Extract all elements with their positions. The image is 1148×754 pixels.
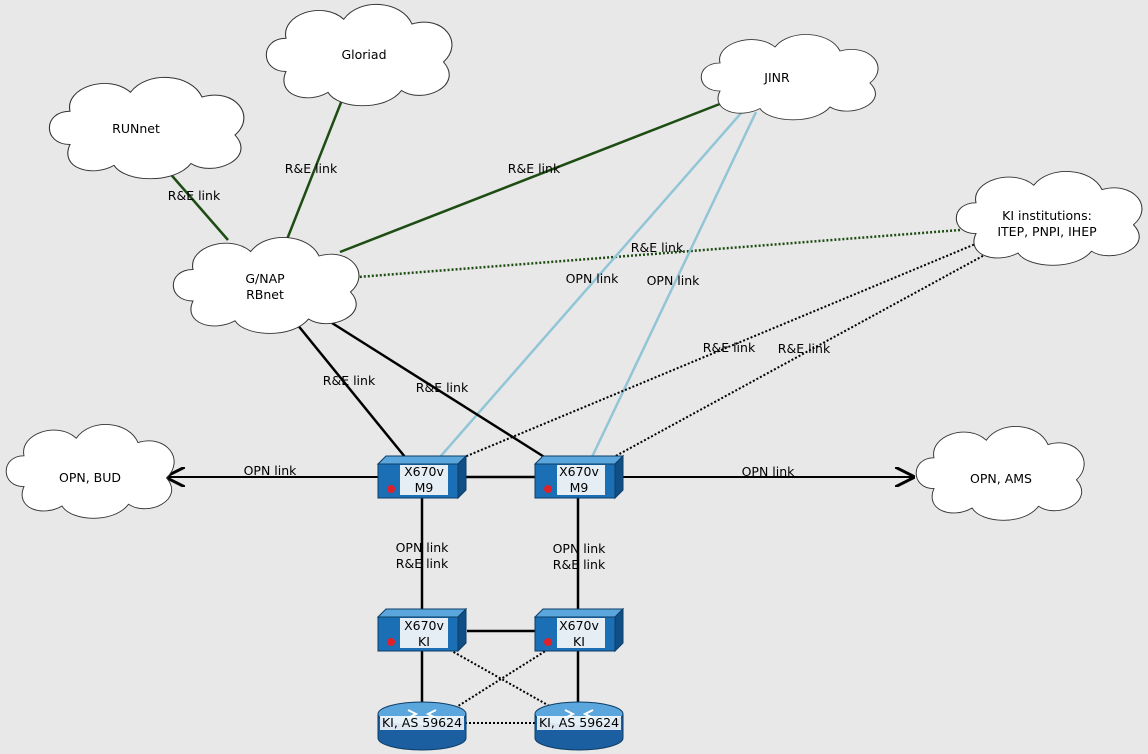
link-gloriad-gnap xyxy=(280,99,344,253)
label-vertical-right-re: R&E link xyxy=(553,557,606,572)
label-vertical-left-opn: OPN link xyxy=(396,540,450,555)
cloud-ki-label-1: KI institutions: xyxy=(1002,208,1092,223)
cloud-gnap-label-1: G/NAP xyxy=(245,271,285,286)
link-cross-a xyxy=(449,649,554,709)
link-labels: R&E link R&E link R&E link R&E link OPN … xyxy=(168,161,831,572)
cloud-ki-label-2: ITEP, PNPI, IHEP xyxy=(997,224,1097,239)
switch-ki-right[interactable] xyxy=(533,607,625,653)
status-led-icon xyxy=(387,485,395,493)
switch-m9-left-line2: M9 xyxy=(415,480,434,495)
link-jinr-m9-left xyxy=(439,111,743,458)
link-gnap-m9-left xyxy=(291,317,406,458)
label-gloriad-gnap: R&E link xyxy=(285,161,338,176)
label-m9-bud: OPN link xyxy=(244,463,298,478)
label-vertical-right-opn: OPN link xyxy=(553,541,607,556)
label-jinr-m9-right: OPN link xyxy=(647,273,701,288)
label-jinr-gnap: R&E link xyxy=(508,161,561,176)
label-runnet-gnap: R&E link xyxy=(168,188,221,203)
switch-m9-left[interactable] xyxy=(376,454,468,500)
router-right[interactable] xyxy=(534,701,624,751)
label-gnap-m9-right: R&E link xyxy=(416,380,469,395)
cloud-gnap-label-2: RBnet xyxy=(246,287,284,302)
router-left[interactable] xyxy=(377,701,467,751)
status-led-icon xyxy=(387,638,395,646)
router-right-label: KI, AS 59624 xyxy=(539,715,619,730)
label-vertical-left-re: R&E link xyxy=(396,556,449,571)
label-ki-gnap: R&E link xyxy=(631,240,684,255)
label-gnap-m9-left: R&E link xyxy=(323,373,376,388)
switch-ki-left[interactable] xyxy=(376,607,468,653)
link-cross-b xyxy=(454,644,556,709)
cloud-gloriad-label: Gloriad xyxy=(341,47,386,62)
cloud-runnet-label: RUNnet xyxy=(112,121,160,136)
switch-m9-right-line2: M9 xyxy=(570,480,589,495)
switch-ki-right-line1: X670v xyxy=(559,618,599,633)
link-ki-gnap xyxy=(357,228,961,279)
label-jinr-m9-left: OPN link xyxy=(566,271,620,286)
cloud-opn-ams-label: OPN, AMS xyxy=(970,471,1032,486)
label-ki-m9-left: R&E link xyxy=(703,340,756,355)
status-led-icon xyxy=(544,485,552,493)
links xyxy=(159,98,991,724)
switch-ki-left-line2: KI xyxy=(418,634,430,649)
link-jinr-m9-right xyxy=(590,111,758,458)
switch-m9-left-line1: X670v xyxy=(404,464,444,479)
link-ki-m9-left xyxy=(461,239,986,459)
link-jinr-gnap xyxy=(339,98,731,254)
switch-ki-right-line2: KI xyxy=(573,634,585,649)
switch-ki-left-line1: X670v xyxy=(404,618,444,633)
switch-m9-right-line1: X670v xyxy=(559,464,599,479)
status-led-icon xyxy=(544,638,552,646)
cloud-opn-bud-label: OPN, BUD xyxy=(59,470,121,485)
link-gnap-m9-right xyxy=(331,321,558,467)
cloud-jinr-label: JINR xyxy=(763,70,790,85)
label-ki-m9-right: R&E link xyxy=(778,341,831,356)
router-left-label: KI, AS 59624 xyxy=(382,715,462,730)
switch-m9-right[interactable] xyxy=(533,454,625,500)
label-m9-ams: OPN link xyxy=(742,464,796,479)
